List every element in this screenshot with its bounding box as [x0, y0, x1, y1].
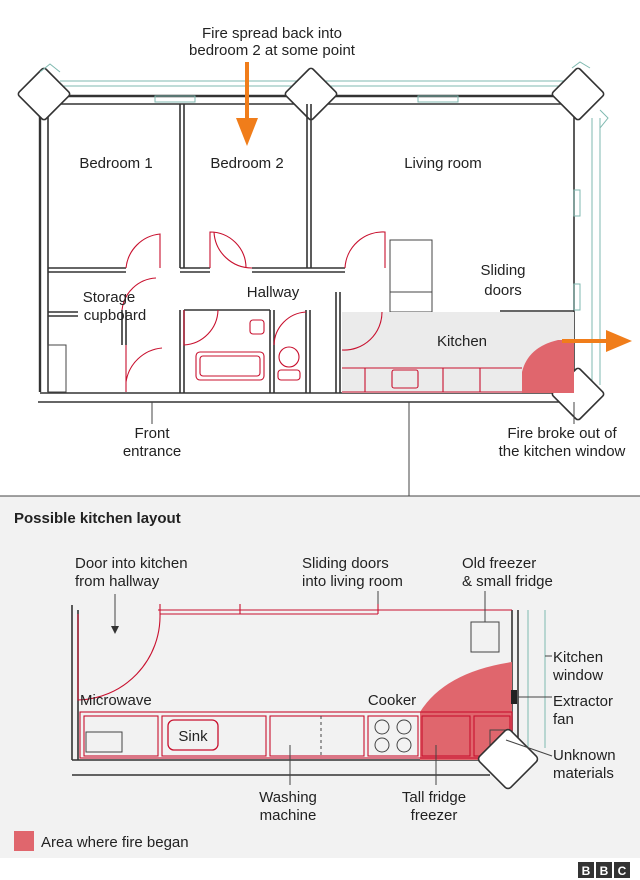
corner-columns	[17, 61, 609, 421]
door-label-line2: from hallway	[75, 573, 160, 590]
unknown-leader	[505, 739, 553, 757]
extractor-label-line2: fan	[553, 711, 574, 728]
sliding-doors-line1: Sliding	[480, 262, 525, 279]
front-entrance-line1: Front	[134, 425, 170, 442]
washing-machine-label-line1: Washing	[259, 789, 317, 806]
kitchen-window-label-line1: Kitchen	[553, 649, 603, 666]
room-hallway: Hallway	[247, 284, 300, 301]
legend-swatch	[14, 831, 34, 851]
extractor-label-line1: Extractor	[553, 693, 613, 710]
old-freezer-label-line1: Old freezer	[462, 555, 536, 572]
fire-origin-line2: the kitchen window	[499, 443, 626, 460]
microwave-label: Microwave	[80, 692, 152, 709]
interior-walls	[47, 104, 574, 393]
bbc-logo: B B C	[578, 862, 630, 878]
extractor-fan-icon	[511, 690, 517, 704]
bathroom-fixtures	[195, 319, 301, 381]
microwave-icon	[85, 731, 123, 753]
spread-arrow-head	[236, 118, 258, 146]
kitchen-layout-panel: Possible kitchen layout	[0, 495, 640, 858]
washing-machine-label-line2: machine	[260, 807, 317, 824]
panel-background	[0, 496, 640, 858]
floor-plan: Fire spread back into bedroom 2 at some …	[17, 25, 632, 496]
kitchen-fixtures-plan	[342, 367, 522, 393]
sliding-doors-label-line2: into living room	[302, 573, 403, 590]
tall-fridge-label-line1: Tall fridge	[402, 789, 466, 806]
old-freezer-label-line2: & small fridge	[462, 573, 553, 590]
cooker-label: Cooker	[368, 692, 416, 709]
bbc-letter-3: C	[618, 864, 627, 878]
room-kitchen: Kitchen	[437, 333, 487, 350]
sink-icon	[167, 719, 219, 751]
unknown-label-line2: materials	[553, 765, 614, 782]
room-bedroom-2: Bedroom 2	[210, 155, 283, 172]
annotation-fire-spread-line2: bedroom 2 at some point	[189, 42, 356, 59]
kitchen-corner-column	[477, 728, 539, 790]
kitchen-fire-area	[420, 662, 512, 760]
sliding-doors-line2: doors	[484, 282, 522, 299]
room-storage-line2: cupboard	[84, 307, 147, 324]
sink-label: Sink	[178, 728, 208, 745]
unknown-label-line1: Unknown	[553, 747, 616, 764]
door-label-line1: Door into kitchen	[75, 555, 188, 572]
door-swings	[121, 231, 386, 392]
room-storage-line1: Storage	[83, 289, 136, 306]
door-pointer-head	[111, 626, 119, 634]
room-living-room: Living room	[404, 155, 482, 172]
bbc-letter-2: B	[600, 864, 609, 878]
tall-fridge-label-line2: freezer	[411, 807, 458, 824]
annotation-fire-spread-line1: Fire spread back into	[202, 25, 342, 42]
front-entrance-line2: entrance	[123, 443, 181, 460]
kitchen-window-label-line2: window	[552, 667, 603, 684]
bbc-letter-1: B	[582, 864, 591, 878]
legend-label: Area where fire began	[41, 834, 189, 851]
cooker-icon	[374, 719, 412, 753]
fire-origin-line1: Fire broke out of	[507, 425, 617, 442]
fire-arrow-head	[606, 330, 632, 352]
floorplan-fire-area	[522, 340, 574, 393]
panel-title: Possible kitchen layout	[14, 510, 181, 527]
kitchen-door-swing	[77, 613, 161, 701]
room-bedroom-1: Bedroom 1	[79, 155, 152, 172]
sliding-doors-label-line1: Sliding doors	[302, 555, 389, 572]
